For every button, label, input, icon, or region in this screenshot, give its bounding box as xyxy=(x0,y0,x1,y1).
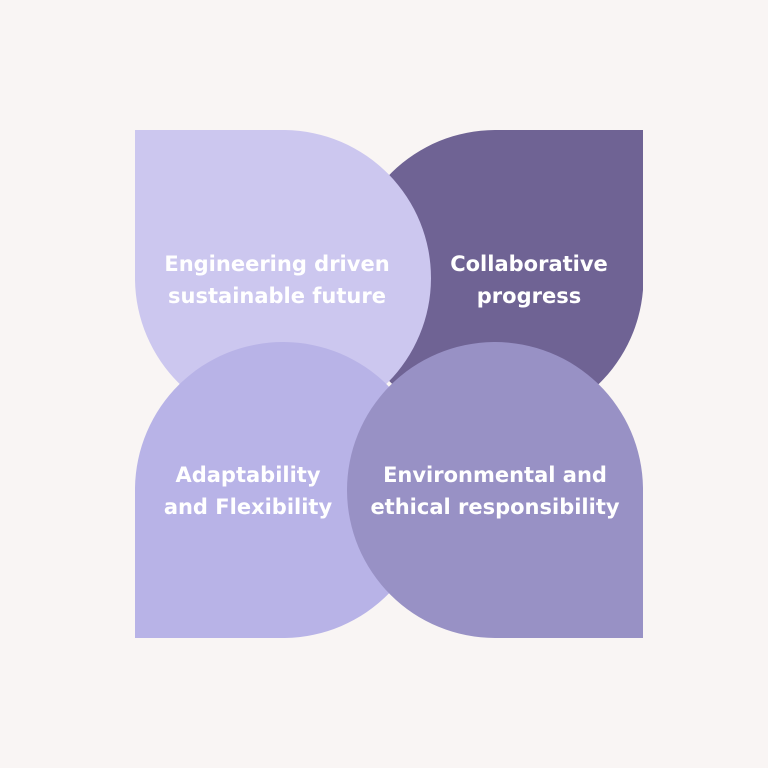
petal-bottom-right xyxy=(347,342,643,638)
petal-bottom-left xyxy=(135,342,431,638)
petal-top-right xyxy=(347,130,643,426)
petal-label-bottom-left: Adaptability and Flexibility xyxy=(163,463,333,519)
petal-label-top-right: Collaborative progress xyxy=(450,252,608,308)
petal-label-bottom-right: Environmental and ethical responsibility xyxy=(370,463,620,519)
petal-label-top-left: Engineering driven sustainable future xyxy=(164,252,390,308)
petal-top-left xyxy=(135,130,431,426)
